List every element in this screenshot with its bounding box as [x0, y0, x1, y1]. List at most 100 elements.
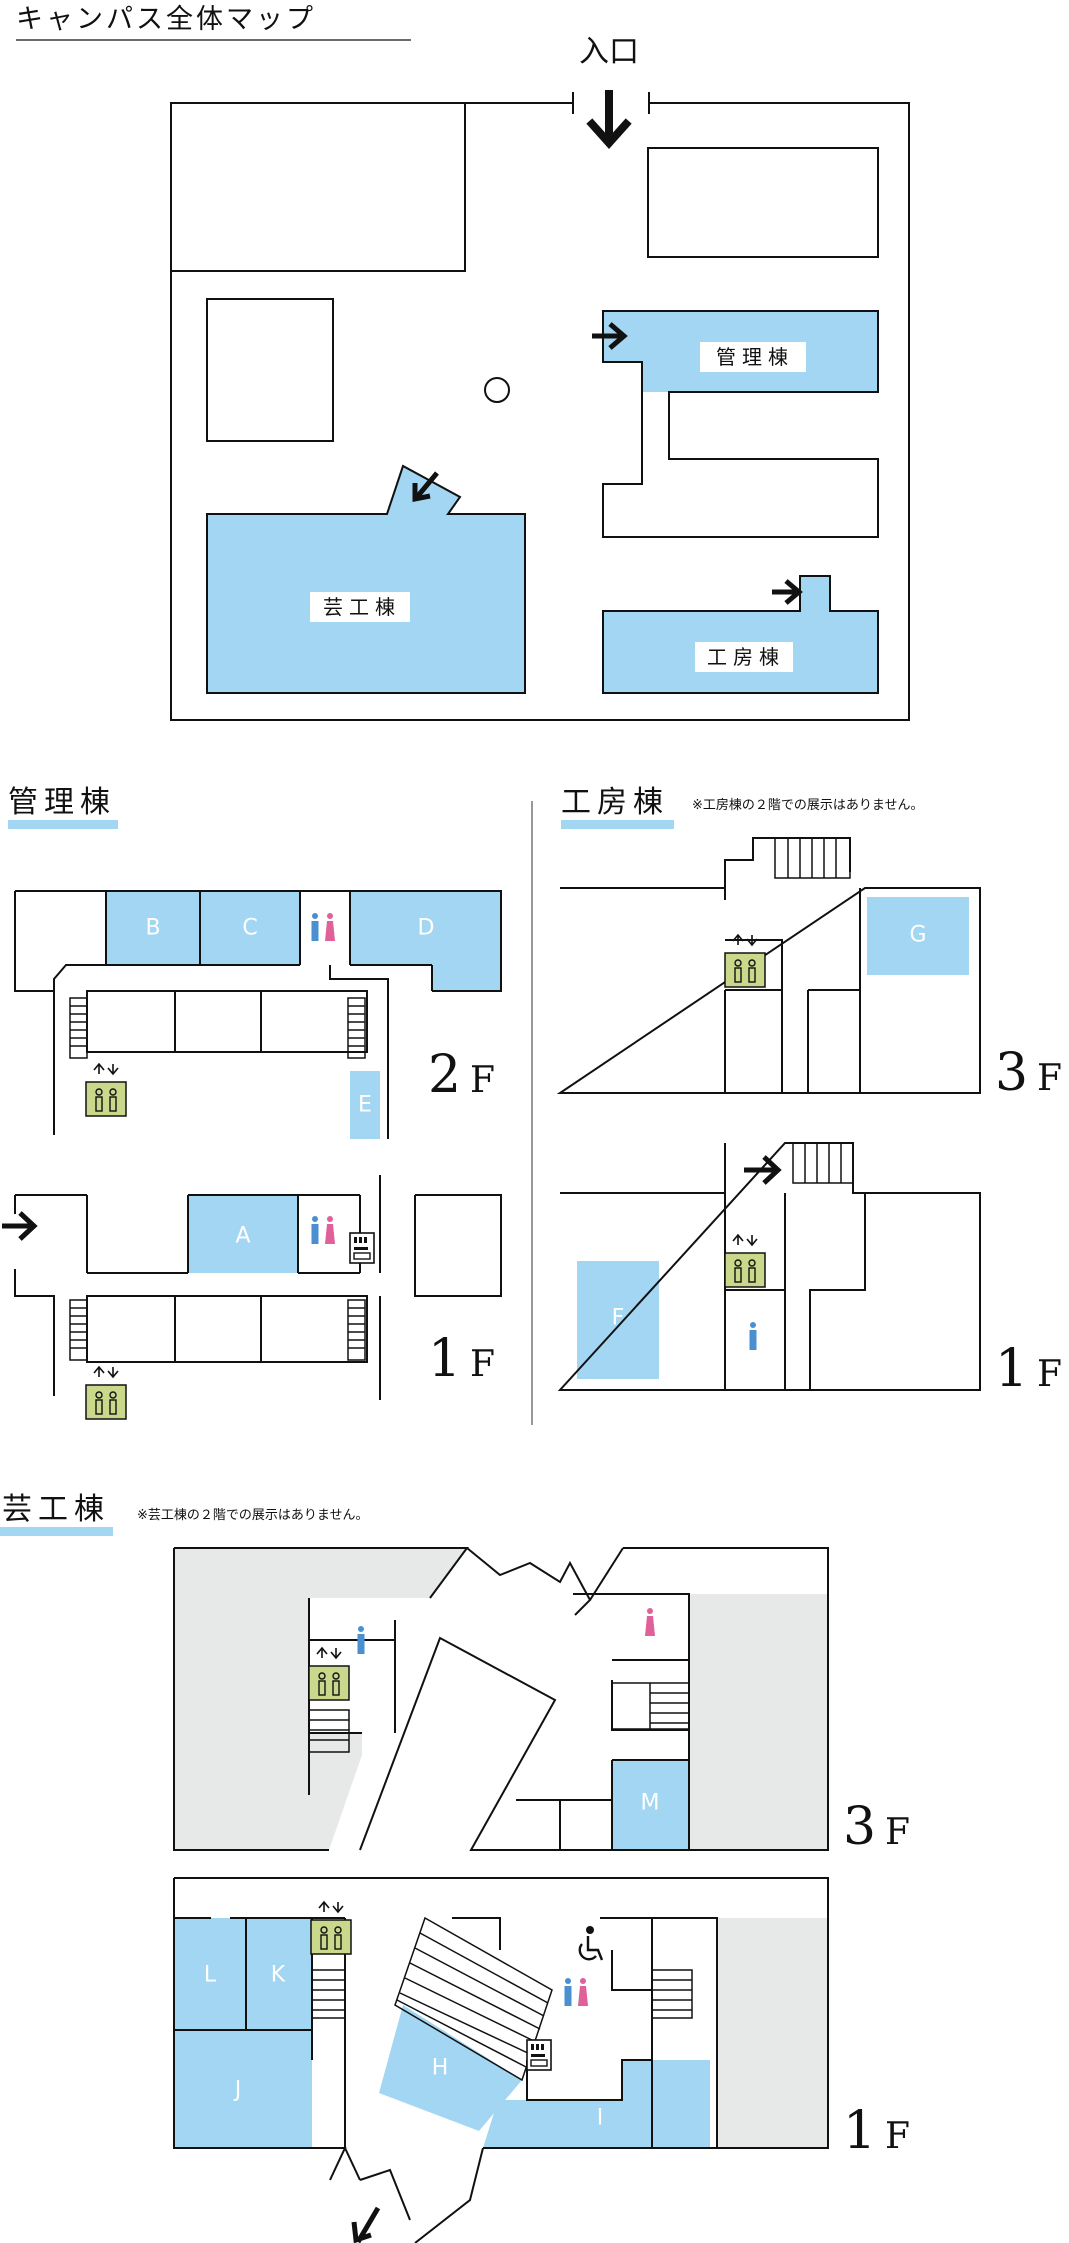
- kanri-floor-2f-map: B C D E 2 F: [14, 890, 502, 1139]
- kobo-note: ※工房棟の２階での展示はありません。: [692, 797, 924, 813]
- campus-overview-map: 入口 管理棟 工房棟: [170, 35, 910, 721]
- campus-building-kanri[interactable]: 管理棟: [592, 310, 879, 538]
- svg-text:F: F: [470, 1060, 495, 1101]
- kobo-entrance-arrow-icon: [772, 579, 803, 605]
- room-e[interactable]: E: [358, 1093, 372, 1118]
- geiko-floor-3f-map: M 3 F: [173, 1547, 910, 1857]
- stairs-icon: [774, 837, 851, 879]
- stairs-icon: [347, 1299, 366, 1361]
- room-m[interactable]: M: [641, 1791, 660, 1816]
- geiko-note: ※芸工棟の２階での展示はありません。: [137, 1507, 369, 1523]
- svg-text:E: E: [358, 1093, 372, 1118]
- section-underline-kobo: [561, 820, 674, 829]
- floor-label-geiko-1f: 1: [843, 2101, 876, 2161]
- room-g[interactable]: G: [909, 923, 926, 948]
- stairs-icon: [394, 1916, 553, 2082]
- section-geiko: 芸工棟 ※芸工棟の２階での展示はありません。 M: [0, 1492, 910, 2243]
- stairs-icon: [651, 1969, 693, 2019]
- room-b[interactable]: B: [145, 916, 160, 941]
- svg-text:C: C: [242, 916, 257, 941]
- room-h[interactable]: H: [432, 2056, 449, 2081]
- stairs-icon: [311, 1969, 346, 2019]
- svg-text:M: M: [641, 1791, 660, 1816]
- restroom-icon: [357, 1626, 365, 1654]
- svg-text:B: B: [145, 916, 160, 941]
- page-title: キャンパス全体マップ: [16, 4, 316, 35]
- geiko-floor-1f-map: L K J H I 1 F: [173, 1877, 910, 2243]
- room-c[interactable]: C: [242, 916, 257, 941]
- campus-block-northwest: [171, 103, 466, 272]
- svg-text:F: F: [612, 1306, 625, 1331]
- entrance-arrow-icon: [586, 90, 632, 149]
- geiko-entrance-arrow-icon: [351, 2206, 381, 2243]
- entrance-label: 入口: [579, 35, 639, 70]
- svg-text:D: D: [418, 916, 435, 941]
- floor-label-kobo-1f: 1: [995, 1339, 1028, 1399]
- kobo-entrance-arrow-icon: [744, 1155, 782, 1185]
- svg-text:F: F: [1037, 1354, 1062, 1395]
- floor-label-kanri-2f: 2: [428, 1045, 461, 1105]
- section-heading-kanri: 管理棟: [8, 785, 116, 820]
- svg-text:A: A: [235, 1224, 250, 1249]
- elevator-icon: [724, 1234, 766, 1288]
- campus-block-west: [206, 298, 334, 442]
- stairs-icon: [69, 1299, 88, 1361]
- section-underline-geiko: [0, 1527, 113, 1536]
- floor-label-kobo-3f: 3: [995, 1043, 1028, 1103]
- campus-label-geiko: 芸工棟: [323, 595, 401, 619]
- kobo-floor-3f-map: G 3 F: [556, 837, 1062, 1103]
- kanri-floor-1f-map: A 1 F: [2, 1175, 502, 1420]
- section-heading-geiko: 芸工棟: [2, 1492, 110, 1527]
- campus-label-kobo: 工房棟: [707, 645, 785, 669]
- elevator-icon: [85, 1366, 127, 1420]
- campus-monument-icon: [484, 377, 510, 403]
- vending-machine-icon: [349, 1232, 375, 1264]
- accessible-restroom-icon: [578, 1926, 604, 1961]
- elevator-icon: [85, 1063, 127, 1117]
- svg-text:H: H: [432, 2056, 449, 2081]
- room-f[interactable]: F: [612, 1306, 625, 1331]
- svg-text:F: F: [885, 1812, 910, 1853]
- restroom-icon: [645, 1608, 655, 1636]
- vending-machine-icon: [526, 2039, 552, 2071]
- stairs-icon: [308, 1709, 350, 1753]
- restroom-icon: [311, 913, 335, 941]
- svg-text:F: F: [470, 1344, 495, 1385]
- stairs-icon: [611, 1682, 690, 1730]
- campus-building-kobo[interactable]: 工房棟: [602, 575, 879, 694]
- room-j[interactable]: J: [233, 2078, 242, 2103]
- svg-text:F: F: [1037, 1058, 1062, 1099]
- room-i[interactable]: I: [597, 2106, 604, 2131]
- campus-building-geiko[interactable]: 芸工棟: [206, 464, 526, 694]
- svg-text:F: F: [885, 2116, 910, 2157]
- room-l[interactable]: L: [204, 1963, 217, 1988]
- room-d[interactable]: D: [418, 916, 435, 941]
- elevator-icon: [308, 1647, 350, 1701]
- restroom-icon: [749, 1322, 757, 1350]
- campus-label-kanri: 管理棟: [716, 345, 794, 369]
- svg-text:I: I: [597, 2106, 604, 2131]
- kobo-floor-1f-map: F 1 F: [557, 1142, 1062, 1399]
- campus-block-northeast: [647, 147, 879, 258]
- svg-text:L: L: [204, 1963, 217, 1988]
- elevator-icon: [310, 1901, 352, 1955]
- kanri-entrance-arrow-icon: [592, 322, 628, 350]
- geiko-entrance-arrow-icon: [412, 471, 439, 503]
- elevator-icon: [724, 934, 766, 988]
- restroom-icon: [564, 1978, 588, 2006]
- svg-text:J: J: [233, 2078, 242, 2103]
- svg-text:K: K: [271, 1963, 286, 1988]
- section-kobo: 工房棟 ※工房棟の２階での展示はありません。 G 3 F: [556, 785, 1062, 1399]
- section-underline-kanri: [8, 820, 118, 829]
- svg-text:G: G: [909, 923, 926, 948]
- floor-label-geiko-3f: 3: [843, 1797, 876, 1857]
- floor-label-kanri-1f: 1: [428, 1329, 461, 1389]
- stairs-icon: [792, 1142, 854, 1184]
- section-heading-kobo: 工房棟: [561, 785, 669, 820]
- restroom-icon: [311, 1216, 335, 1244]
- stairs-icon: [347, 997, 366, 1059]
- kanri-entrance-arrow-icon: [2, 1211, 38, 1241]
- room-a[interactable]: A: [235, 1224, 250, 1249]
- room-k[interactable]: K: [271, 1963, 286, 1988]
